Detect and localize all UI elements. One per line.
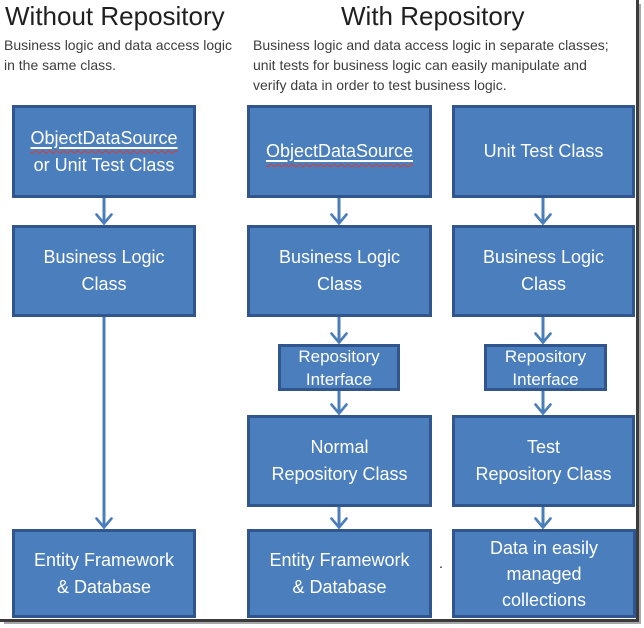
description-line: Business logic and data access logic in … (253, 37, 609, 53)
box-data-in-collections: Data in easily managed collections (452, 529, 636, 618)
frame-right-edge (636, 0, 639, 622)
down-arrow-connector (330, 391, 348, 416)
box-business-logic-class-left: Business Logic Class (12, 225, 196, 317)
box-label-line: Repository (298, 346, 380, 366)
box-label-line: Repository (504, 346, 587, 366)
box-label-line: & Database (56, 576, 152, 597)
box-unit-test-class: Unit Test Class (452, 105, 635, 198)
box-label-line: Class (316, 274, 362, 294)
box-label-line: Class (520, 274, 566, 294)
description-line: verify data in order to test business lo… (253, 77, 507, 93)
box-label-line: or Unit Test Class (33, 154, 175, 175)
down-arrow-connector (534, 198, 552, 226)
with-repository-title: With Repository (341, 1, 525, 31)
box-test-repository-class: Test Repository Class (452, 415, 635, 507)
box-label-line: Data in easily (489, 537, 599, 558)
without-repository-description: Business logic and data access logic in … (4, 35, 232, 75)
box-label-underlined: ObjectDataSource (265, 141, 414, 161)
box-label-line: Interface (512, 369, 579, 389)
box-label-line: & Database (292, 576, 387, 597)
with-repository-description: Business logic and data access logic in … (253, 35, 609, 95)
box-label-line: Repository Class (475, 464, 612, 484)
box-business-logic-class-right: Business Logic Class (452, 225, 635, 317)
box-label-line: Normal (310, 437, 369, 457)
box-repository-interface-right: Repository Interface (484, 344, 607, 391)
box-entity-framework-left: Entity Framework & Database (12, 529, 196, 618)
box-objectdatasource-middle: ObjectDataSource (247, 105, 432, 198)
down-arrow-connector (95, 198, 113, 226)
description-line: Business logic and data access logic (4, 37, 233, 53)
description-line: in the same class. (4, 57, 117, 73)
description-line: unit tests for business logic can easily… (253, 57, 587, 73)
box-label-line: Business Logic (482, 247, 605, 267)
box-label-underlined: ObjectDataSource (30, 127, 178, 148)
box-label-line: Business Logic (43, 247, 165, 267)
down-arrow-connector (534, 507, 552, 530)
box-label-line: Unit Test Class (483, 141, 604, 161)
box-label-line: Repository Class (271, 464, 408, 484)
box-label-line: Class (81, 274, 127, 294)
frame-bottom-edge (0, 619, 639, 622)
box-label-line: Entity Framework (33, 549, 175, 570)
box-label-line: ObjectDataSource (266, 138, 413, 165)
box-repository-interface-middle: Repository Interface (278, 344, 400, 391)
frame-right-shadow (639, 4, 641, 624)
down-arrow-connector (330, 507, 348, 530)
down-arrow-connector (330, 317, 348, 345)
box-label-line: Entity Framework (269, 549, 410, 570)
down-arrow-connector (95, 317, 113, 530)
without-repository-title: Without Repository (5, 1, 225, 31)
box-label-line: managed (506, 563, 582, 584)
frame-bottom-shadow (4, 622, 641, 624)
box-entity-framework-middle: Entity Framework & Database (247, 529, 432, 618)
box-label-line: Interface (305, 369, 373, 389)
box-label-line: Business Logic (278, 247, 401, 267)
box-label-line: ObjectDataSource (30, 125, 177, 152)
down-arrow-connector (534, 391, 552, 416)
box-label-line: collections (501, 589, 587, 610)
stray-period-mark: . (439, 555, 443, 571)
box-business-logic-class-middle: Business Logic Class (247, 225, 432, 317)
box-objectdatasource-or-unittest: ObjectDataSource or Unit Test Class (12, 105, 196, 198)
down-arrow-connector (534, 317, 552, 345)
box-label-line: Test (526, 437, 560, 457)
down-arrow-connector (330, 198, 348, 226)
spellcheck-underline: ObjectDataSource (30, 128, 177, 148)
box-normal-repository-class: Normal Repository Class (247, 415, 432, 507)
spellcheck-underline: ObjectDataSource (266, 141, 413, 161)
